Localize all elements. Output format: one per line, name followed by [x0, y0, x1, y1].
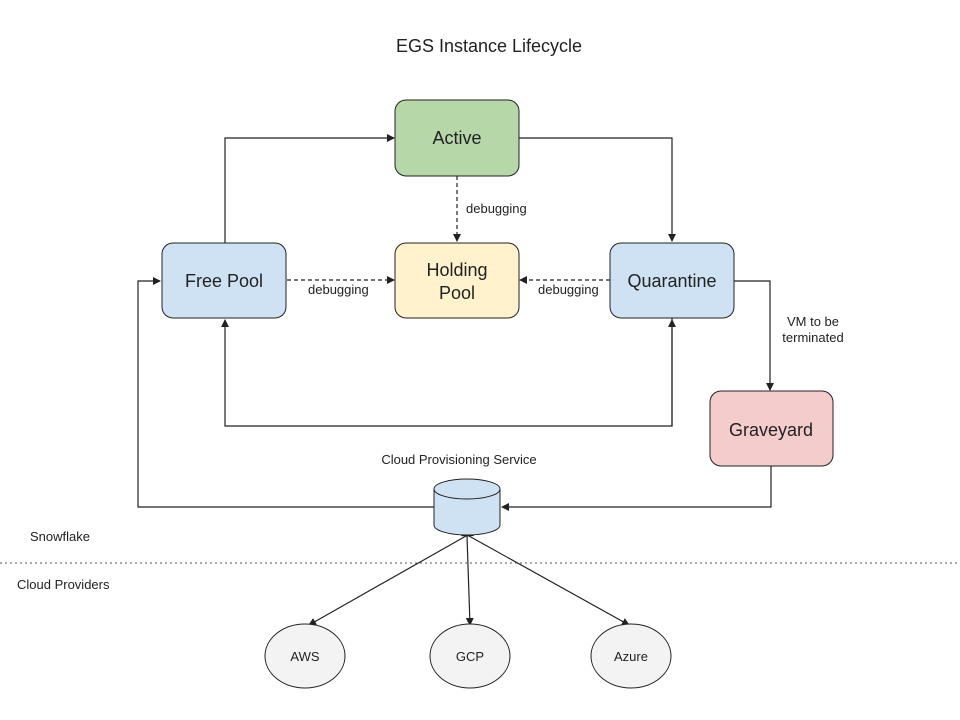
node-quarantine-box: [609, 242, 735, 319]
provider-azure-circle: [590, 623, 672, 689]
edge-active-to-quarantine: [519, 137, 676, 242]
node-active-box: [394, 99, 520, 177]
provider-gcp-circle: [429, 623, 511, 689]
node-quarantine-label: Quarantine: [627, 271, 716, 291]
node-graveyard-label: Graveyard: [729, 420, 813, 440]
provider-aws-circle: [264, 623, 346, 689]
database-body: [433, 489, 501, 536]
provider-aws: AWS: [264, 623, 346, 689]
node-graveyard: Graveyard: [709, 390, 834, 467]
provider-azure-label: Azure: [614, 649, 648, 664]
edges: [137, 134, 774, 626]
edge-quarantine-to-graveyard: [734, 280, 774, 391]
node-free-pool-label: Free Pool: [185, 271, 263, 291]
zone-label-upper: Snowflake: [30, 529, 90, 544]
diagram-title: EGS Instance Lifecycle: [396, 36, 582, 56]
provider-aws-label: AWS: [290, 649, 319, 664]
node-active: Active: [394, 99, 520, 177]
node-holding-pool-box: [394, 242, 520, 319]
edge-service-gcp: [462, 528, 474, 626]
provider-gcp-label: GCP: [456, 649, 484, 664]
edge-service-to-free-pool: [137, 277, 434, 508]
database-top: [433, 478, 501, 500]
node-holding-pool: Holding Pool: [394, 242, 520, 319]
edge-service-azure: [460, 529, 630, 626]
edge-free-pool-to-active: [224, 134, 395, 243]
edge-label-vm-line1: VM to be: [787, 314, 839, 329]
edge-graveyard-to-service: [501, 466, 772, 511]
edge-label-vm-line2: terminated: [782, 330, 843, 345]
provider-azure: Azure: [590, 623, 672, 689]
node-free-pool-box: [161, 242, 287, 319]
node-holding-pool-label-line1: Holding: [426, 260, 487, 280]
edge-label-free-holding: debugging: [308, 282, 369, 297]
node-free-pool: Free Pool: [161, 242, 287, 319]
database-icon: [433, 478, 501, 536]
node-holding-pool-label-line2: Pool: [439, 283, 475, 303]
node-quarantine: Quarantine: [609, 242, 735, 319]
zone-label-lower: Cloud Providers: [17, 577, 110, 592]
edge-quarantine-to-free-pool: [221, 318, 673, 427]
edge-label-quarantine-holding: debugging: [538, 282, 599, 297]
edge-label-active-holding: debugging: [466, 201, 527, 216]
node-active-label: Active: [432, 128, 481, 148]
edge-service-aws: [308, 529, 475, 626]
provider-gcp: GCP: [429, 623, 511, 689]
service-label: Cloud Provisioning Service: [381, 452, 536, 467]
node-graveyard-box: [709, 390, 834, 467]
